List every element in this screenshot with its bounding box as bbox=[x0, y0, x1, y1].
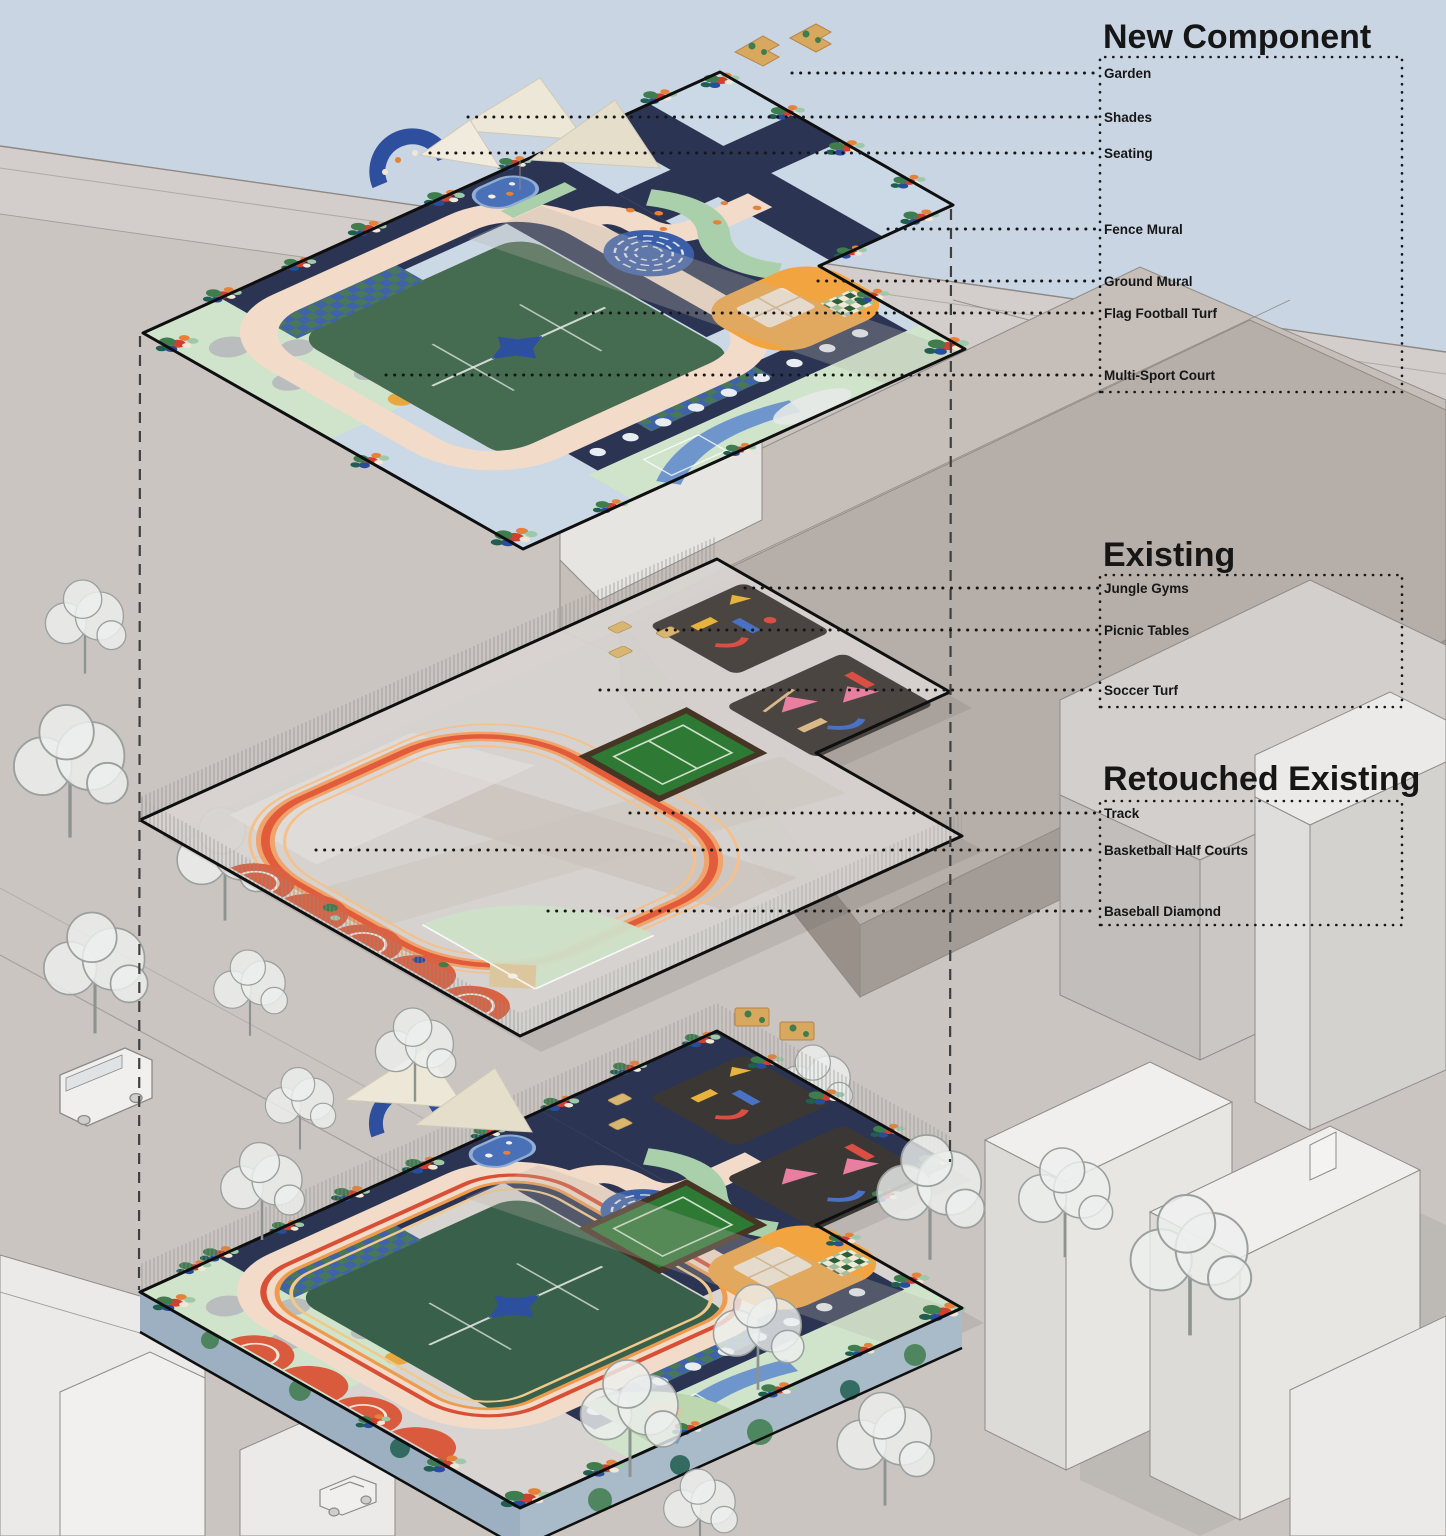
label-track: Track bbox=[1104, 806, 1140, 821]
new-pond-mural bbox=[471, 175, 540, 209]
layer-combined bbox=[138, 1003, 1253, 1536]
shades bbox=[369, 77, 661, 190]
explode-guide-left bbox=[137, 335, 142, 1291]
pond-mural bbox=[468, 1134, 537, 1168]
section-title: New Component bbox=[1103, 18, 1371, 56]
right-buildings bbox=[1059, 579, 1446, 1131]
annotation-retouched-existing: Retouched Existing Track Basketball Half… bbox=[314, 760, 1420, 927]
garden-planters bbox=[733, 23, 833, 67]
label-ground-mural: Ground Mural bbox=[1104, 274, 1193, 289]
layer-existing bbox=[138, 536, 984, 1052]
new-maze-mural bbox=[603, 230, 695, 277]
layer-new-component bbox=[141, 23, 973, 552]
combined-jungle-gyms bbox=[652, 1056, 931, 1228]
annotation-existing: Existing Jungle Gyms Picnic Tables Socce… bbox=[598, 536, 1404, 709]
painted-half-courts bbox=[230, 1335, 457, 1462]
label-jungle-gyms: Jungle Gyms bbox=[1104, 581, 1189, 596]
section-box bbox=[1098, 573, 1404, 709]
annotation-new-component: New Component Garden Shades Seating Fenc… bbox=[384, 18, 1404, 394]
combined-garden-planters bbox=[734, 1007, 815, 1041]
fence-mural-skirt bbox=[140, 1292, 520, 1536]
label-seating: Seating bbox=[1104, 146, 1153, 161]
combined-soccer-turf bbox=[578, 1179, 768, 1275]
bus bbox=[59, 1047, 153, 1127]
section-title: Existing bbox=[1103, 536, 1235, 574]
jungle-gyms bbox=[652, 584, 931, 756]
fence bbox=[140, 536, 717, 820]
label-baseball: Baseball Diamond bbox=[1104, 904, 1221, 919]
leaf-dots bbox=[625, 201, 762, 231]
label-fence-mural: Fence Mural bbox=[1104, 222, 1183, 237]
section-title: Retouched Existing bbox=[1103, 760, 1420, 798]
baseball-diamond bbox=[421, 905, 655, 990]
label-flag-football: Flag Football Turf bbox=[1104, 306, 1217, 321]
combined-fence bbox=[140, 1003, 717, 1292]
explode-guide-right bbox=[948, 208, 953, 1163]
new-multisport-courts bbox=[588, 323, 966, 500]
picnic-tables bbox=[607, 621, 680, 658]
new-mural-dots bbox=[589, 329, 869, 457]
label-basketball: Basketball Half Courts bbox=[1104, 843, 1248, 858]
label-soccer-turf: Soccer Turf bbox=[1104, 683, 1179, 698]
label-picnic-tables: Picnic Tables bbox=[1104, 623, 1189, 638]
car bbox=[319, 1475, 377, 1517]
label-shades: Shades bbox=[1104, 110, 1152, 125]
label-garden: Garden bbox=[1104, 66, 1151, 81]
soccer-turf bbox=[578, 707, 768, 803]
label-multisport: Multi-Sport Court bbox=[1104, 368, 1215, 383]
